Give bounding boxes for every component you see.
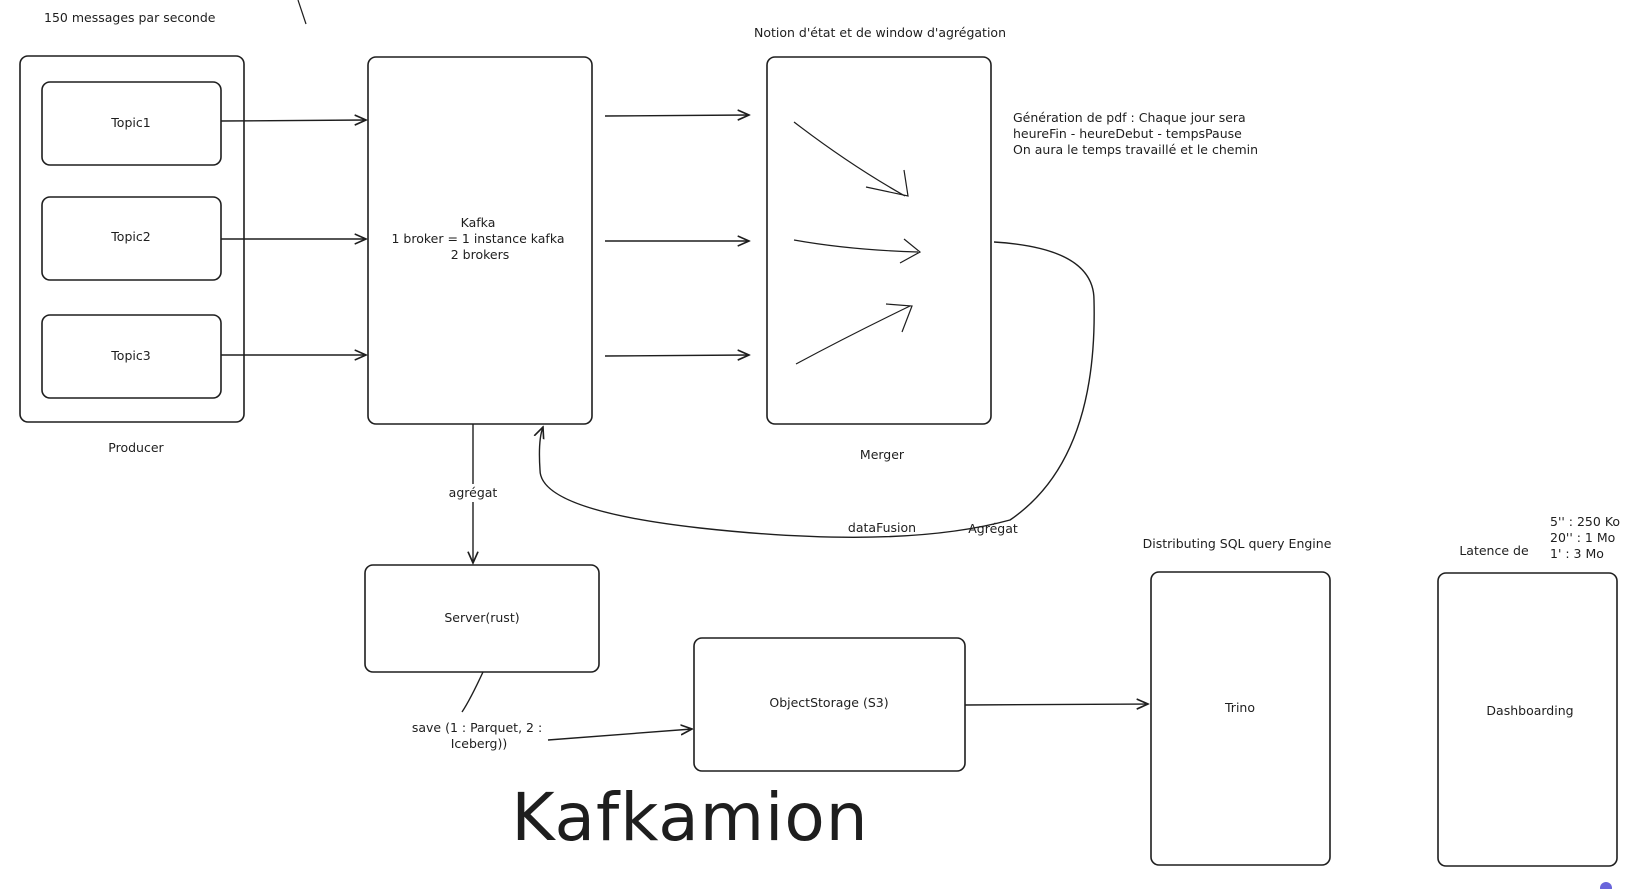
edge-save-objectstorage (547, 729, 692, 741)
pdf-note: Génération de pdf : Chaque jour sera heu… (1013, 110, 1258, 157)
latency-values: 5'' : 250 Ko 20'' : 1 Mo 1' : 3 Mo (1550, 514, 1624, 561)
trino-label: Trino (1224, 700, 1255, 715)
pdf-note-line-3: On aura le temps travaillé et le chemin (1013, 142, 1258, 157)
merger-sketch-arrowhead-1 (865, 169, 909, 197)
merger-label: Merger (860, 447, 905, 462)
server-label: Server(rust) (444, 610, 519, 625)
server-node[interactable] (364, 564, 600, 673)
topic1-label: Topic1 (110, 115, 150, 130)
top-partial-stroke (297, 0, 307, 25)
agregat-label-bg (446, 484, 502, 502)
edge-server-save (461, 671, 484, 713)
latency-label: Latence de (1459, 543, 1529, 558)
edge-merger-kafka-feedback (539, 241, 1095, 538)
edge-kafka-merger-3 (604, 355, 749, 356)
edge-objectstorage-trino (964, 704, 1148, 705)
object-storage-label: ObjectStorage (S3) (769, 695, 888, 710)
kafka-label: Kafka 1 broker = 1 instance kafka 2 brok… (391, 215, 568, 262)
edge-topic1-kafka (220, 120, 366, 121)
latency-line-3: 1' : 3 Mo (1550, 546, 1604, 561)
pdf-note-line-2: heureFin - heureDebut - tempsPause (1013, 126, 1242, 141)
save-label: save (1 : Parquet, 2 : Iceberg)) (412, 720, 546, 751)
merger-sketch-arrowhead-2 (899, 238, 922, 264)
merger-sketch-arrow-1 (793, 121, 906, 197)
agregat-down-label: agrégat (449, 485, 498, 500)
topic3-node[interactable] (41, 314, 222, 399)
merger-node[interactable] (766, 56, 992, 425)
latency-line-1: 5'' : 250 Ko (1550, 514, 1620, 529)
edge-kafka-merger-1 (604, 115, 749, 116)
dashboarding-node[interactable] (1437, 572, 1618, 867)
producer-label: Producer (108, 440, 164, 455)
agregat-back-label: Agrégat (968, 521, 1018, 536)
latency-line-2: 20'' : 1 Mo (1550, 530, 1615, 545)
kafka-node[interactable] (367, 56, 593, 425)
save-label-line-1: save (1 : Parquet, 2 : (412, 720, 542, 735)
merger-sketch-arrowhead-3 (885, 303, 913, 333)
distributed-sql-note: Distributing SQL query Engine (1143, 536, 1332, 551)
pdf-note-line-1: Génération de pdf : Chaque jour sera (1013, 110, 1246, 125)
diagram-title: Kafkamion (511, 779, 868, 856)
topic1-node[interactable] (41, 81, 222, 166)
dashboarding-label: Dashboarding (1486, 703, 1573, 718)
kafka-line-3: 2 brokers (451, 247, 510, 262)
save-label-line-2: Iceberg)) (451, 736, 507, 751)
data-fusion-label: dataFusion (848, 520, 916, 535)
kafka-line-2: 1 broker = 1 instance kafka (391, 231, 564, 246)
trino-node[interactable] (1150, 571, 1331, 866)
rate-note: 150 messages par seconde (44, 10, 216, 25)
state-window-note: Notion d'état et de window d'agrégation (754, 25, 1006, 40)
kafka-line-1: Kafka (461, 215, 496, 230)
topic3-label: Topic3 (110, 348, 150, 363)
topic2-label: Topic2 (110, 229, 150, 244)
merger-sketch-arrow-3 (795, 305, 911, 365)
corner-indicator-icon (1600, 882, 1612, 889)
merger-sketch-arrow-2 (793, 239, 919, 253)
